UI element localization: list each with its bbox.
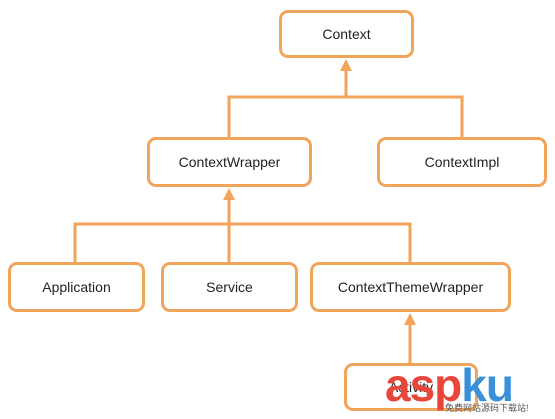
node-activity: Activity [344,363,478,411]
node-application: Application [8,262,145,312]
node-context-impl: ContextImpl [377,137,547,187]
node-context-label: Context [322,26,371,42]
watermark-tagline: 免费网站源码下载站! [445,403,529,413]
node-context-theme-wrapper-label: ContextThemeWrapper [337,279,484,295]
watermark-brand: aspku [385,359,514,411]
node-context-wrapper-label: ContextWrapper [178,154,281,170]
node-context-theme-wrapper: ContextThemeWrapper [310,262,511,312]
watermark-logo: aspku 免费网站源码下载站! [385,362,555,419]
node-service-label: Service [206,279,253,295]
watermark-brand-red: asp [385,359,462,411]
node-context-wrapper: ContextWrapper [147,137,312,187]
node-activity-label: Activity [388,379,434,395]
node-application-label: Application [42,279,111,295]
node-service: Service [161,262,298,312]
arrowhead-to-context [340,59,352,71]
arrowhead-to-context-theme-wrapper [404,313,416,325]
arrowhead-to-context-wrapper [223,188,235,200]
node-context: Context [279,10,414,58]
watermark-brand-blue: ku [461,359,514,411]
node-context-impl-label: ContextImpl [424,154,500,170]
